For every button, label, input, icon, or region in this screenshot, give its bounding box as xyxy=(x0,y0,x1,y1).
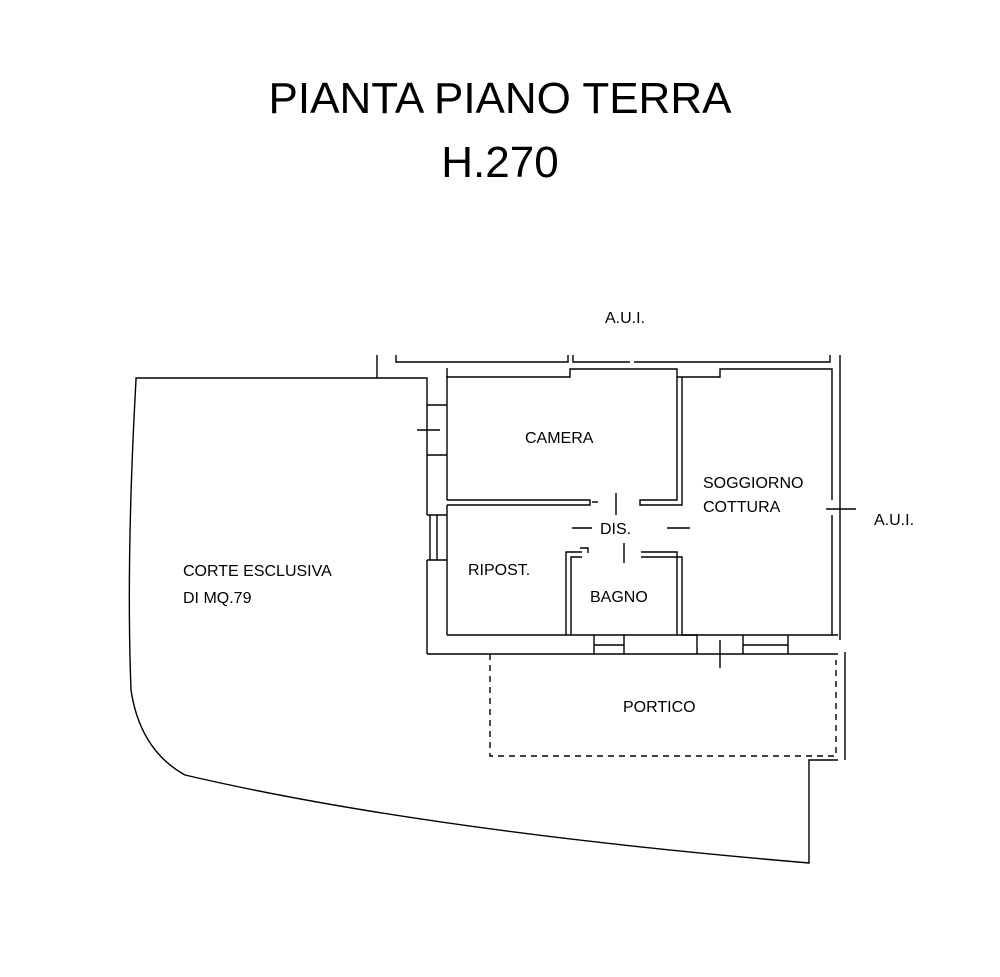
plan-title: PIANTA PIANO TERRA xyxy=(268,74,732,123)
room-label-soggiorno: SOGGIORNO xyxy=(703,475,803,492)
door-marks xyxy=(417,429,856,668)
aui-right-label: A.U.I. xyxy=(874,512,914,529)
exterior-walls xyxy=(426,368,838,655)
room-label-dis: DIS. xyxy=(600,521,631,538)
portico-outline xyxy=(489,654,837,757)
plan-height: H.270 xyxy=(441,138,559,187)
room-label-bagno: BAGNO xyxy=(590,589,648,606)
room-label-camera: CAMERA xyxy=(525,430,594,447)
top-neighbour-walls xyxy=(376,355,846,760)
area-label-mq: DI MQ.79 xyxy=(183,590,252,607)
interior-walls xyxy=(447,377,698,654)
area-label-portico: PORTICO xyxy=(623,699,696,716)
room-label-cottura: COTTURA xyxy=(703,499,781,516)
room-label-ripost: RIPOST. xyxy=(468,562,530,579)
aui-top-label: A.U.I. xyxy=(605,310,645,327)
corridor-markers xyxy=(572,493,690,563)
courtyard-boundary xyxy=(128,377,838,864)
area-label-corte: CORTE ESCLUSIVA xyxy=(183,563,332,580)
